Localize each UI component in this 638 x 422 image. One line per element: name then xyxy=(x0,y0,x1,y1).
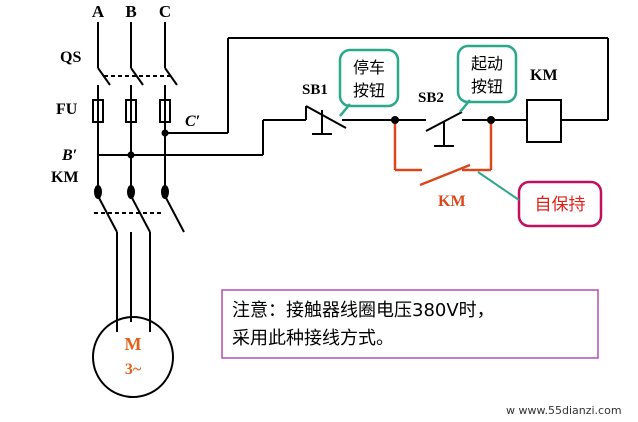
aux-contact-blade xyxy=(419,163,471,187)
qs-blade-b xyxy=(130,67,144,86)
stop-callout-line1: 停车 xyxy=(353,58,385,77)
sb1-contact-blade xyxy=(305,105,347,129)
stop-callout-line2: 按钮 xyxy=(353,81,385,100)
start-callout-line2: 按钮 xyxy=(471,77,503,96)
motor-label-phase: 3~ xyxy=(125,361,142,378)
km-contact-arcs xyxy=(94,185,169,199)
sb2-contact-blade xyxy=(425,111,463,132)
phase-label-a: A xyxy=(92,2,105,21)
motor-label-m: M xyxy=(125,334,142,354)
note-line2: 采用此种接线方式。 xyxy=(232,328,394,349)
start-button-callout xyxy=(456,44,518,104)
sb1-label: SB1 xyxy=(302,82,328,98)
c-prime-label: C′ xyxy=(185,113,200,130)
km-coil xyxy=(526,99,562,143)
km-coil-label: KM xyxy=(530,67,558,84)
start-callout-line1: 起动 xyxy=(471,54,503,73)
phase-label-b: B xyxy=(125,2,136,21)
km-aux-label: KM xyxy=(438,193,466,210)
stop-button-callout xyxy=(338,48,400,108)
watermark-text: w www.55dianzi.com xyxy=(506,404,622,417)
qs-label: QS xyxy=(60,49,81,66)
note-box xyxy=(221,289,599,359)
motor-symbol xyxy=(92,316,174,398)
km-main-contact-c xyxy=(164,195,185,233)
km-aux-contact xyxy=(393,120,493,187)
sb2-label: SB2 xyxy=(418,90,444,106)
fu-label: FU xyxy=(56,101,78,118)
km-main-label: KM xyxy=(51,169,79,186)
km-main-contact-a xyxy=(97,195,118,233)
km-main-contact-b xyxy=(130,195,151,233)
self-hold-label: 自保持 xyxy=(535,195,586,215)
junction-aux-right xyxy=(487,116,495,124)
control-circuit xyxy=(98,37,609,228)
note-line1: 注意：接触器线圈电压380V时， xyxy=(232,300,495,321)
phase-label-c: C xyxy=(159,2,171,21)
power-circuit xyxy=(92,22,185,332)
b-prime-label: B′ xyxy=(61,147,77,164)
self-hold-callout xyxy=(517,180,603,228)
junction-aux-left xyxy=(391,116,399,124)
